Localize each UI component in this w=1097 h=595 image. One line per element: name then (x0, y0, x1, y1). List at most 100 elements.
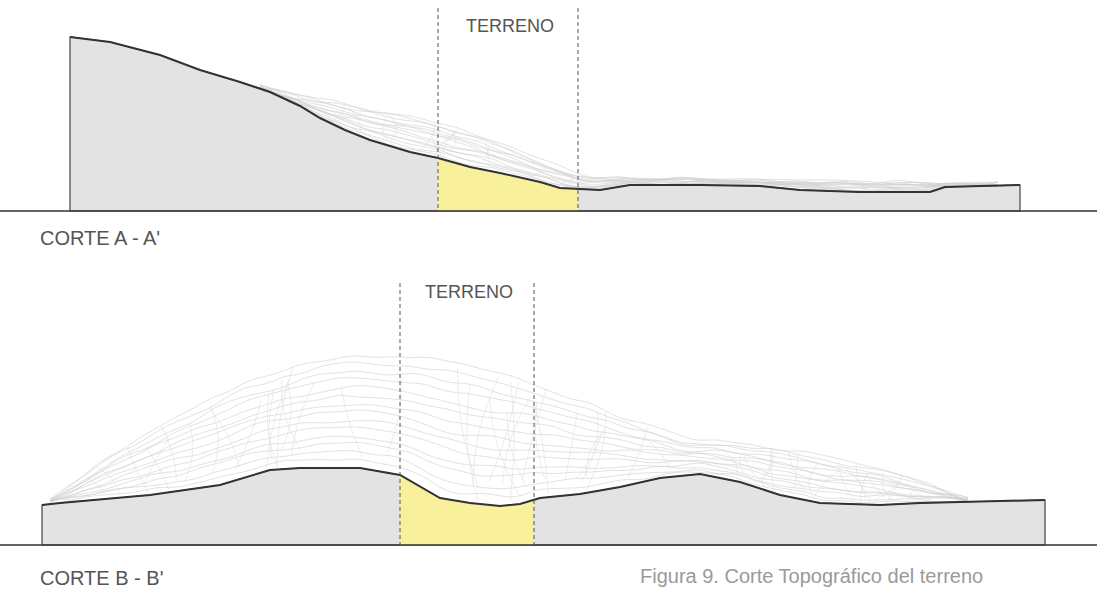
mesh-line (535, 402, 545, 480)
mesh-line (585, 411, 606, 493)
mesh-line (886, 478, 901, 504)
mesh-line (473, 376, 499, 485)
mesh-line (144, 438, 169, 485)
mesh-line (830, 183, 845, 190)
ground-line (0, 210, 1097, 211)
mesh-line (954, 495, 958, 501)
mesh-line (927, 184, 938, 189)
mesh-line (813, 469, 841, 500)
mesh-line (532, 165, 545, 175)
mesh-line (732, 182, 760, 185)
mesh-line (740, 455, 757, 483)
lot-boundary (400, 283, 401, 545)
figure-caption: Figura 9. Corte Topográfico del terreno (640, 566, 983, 586)
mesh-line (845, 182, 871, 191)
mesh-line (758, 452, 773, 482)
mesh-line (97, 466, 120, 496)
mesh-line (50, 371, 968, 500)
lot-label: TERRENO (423, 283, 515, 301)
mesh-line (890, 183, 907, 191)
terrain-mesh (50, 356, 968, 504)
mesh-line (235, 399, 261, 470)
mesh-line (388, 376, 401, 452)
mesh-line (443, 129, 458, 159)
mesh-line (52, 498, 66, 499)
profile-line (42, 468, 1045, 506)
mesh-line (732, 181, 758, 185)
mesh-line (185, 423, 193, 482)
lot-boundary (534, 283, 535, 545)
mesh-line (687, 180, 704, 185)
mesh-line (467, 384, 478, 502)
mesh-line (447, 132, 456, 154)
mesh-line (628, 426, 648, 477)
mesh-line (50, 421, 968, 500)
lot-area (438, 158, 578, 211)
mesh-line (761, 449, 771, 483)
mesh-line (533, 400, 548, 494)
mesh-line (858, 184, 876, 191)
mesh-line (795, 453, 799, 489)
mesh-line (565, 413, 577, 480)
mesh-line (282, 379, 301, 450)
mesh-line (771, 450, 774, 491)
mesh-line (50, 378, 968, 503)
mesh-line (586, 429, 605, 477)
mesh-line (906, 483, 931, 500)
mesh-line (458, 368, 479, 487)
mesh-line (389, 115, 396, 141)
mesh-line (50, 356, 968, 501)
mesh-line (838, 462, 865, 499)
lot-boundary (438, 8, 439, 211)
mesh-line (510, 383, 514, 502)
ground-line (0, 544, 1097, 545)
mesh-line (211, 407, 218, 474)
mesh-line (581, 412, 598, 482)
mesh-line (644, 436, 670, 469)
lot-boundary (578, 8, 579, 211)
section-title: CORTE A - A' (40, 228, 160, 248)
mesh-line (145, 447, 168, 489)
mesh-line (837, 462, 854, 501)
mesh-line (277, 369, 292, 468)
mesh-line (129, 447, 150, 493)
mesh-line (608, 180, 637, 185)
mesh-line (417, 124, 435, 153)
mesh-line (490, 399, 519, 495)
mesh-line (341, 388, 362, 457)
mesh-line (789, 452, 804, 491)
mesh-line (559, 178, 578, 186)
mesh-line (282, 382, 291, 449)
mesh-line (856, 463, 872, 501)
mesh-line (522, 388, 546, 479)
section-title: CORTE B - B' (40, 568, 163, 588)
mesh-line (646, 179, 661, 184)
mesh-line (723, 450, 738, 475)
mesh-line (860, 474, 866, 503)
mesh-line (331, 105, 345, 122)
mesh-line (480, 146, 489, 164)
profile-line (70, 37, 1020, 192)
mesh-line (570, 174, 590, 188)
mesh-line (50, 386, 968, 502)
section-a (0, 8, 1097, 211)
mesh-line (209, 407, 239, 466)
mesh-line (347, 105, 362, 132)
mesh-line (867, 474, 885, 498)
terrain-body (70, 37, 1020, 211)
mesh-line (781, 182, 788, 188)
mesh-line (907, 484, 917, 503)
section-b (0, 283, 1097, 545)
mesh-line (87, 477, 106, 492)
mesh-line (725, 180, 745, 185)
mesh-line (743, 454, 765, 487)
mesh-line (798, 183, 813, 189)
mesh-line (889, 183, 916, 191)
mesh-line (507, 412, 526, 487)
mesh-line (811, 184, 828, 190)
mesh-line (292, 382, 315, 454)
terrain-body (42, 468, 1045, 545)
mesh-line (428, 132, 455, 153)
mesh-line (336, 114, 361, 121)
